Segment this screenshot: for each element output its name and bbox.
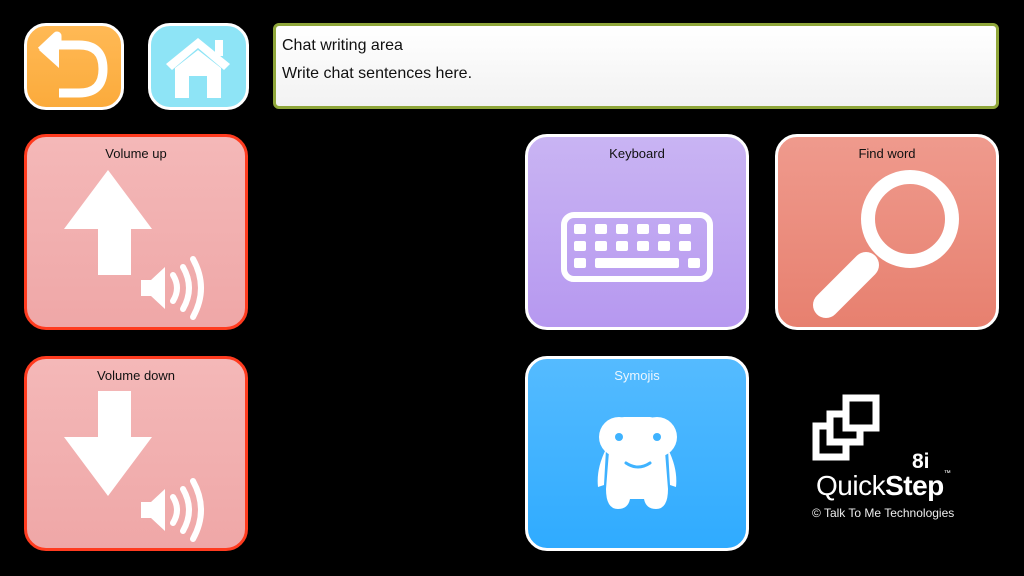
undo-arrow-icon — [37, 31, 108, 98]
find-word-tile[interactable]: Find word — [775, 134, 999, 330]
quickstep-logo: 8i QuickStep™ © Talk To Me Technologies — [800, 390, 980, 530]
keyboard-label: Keyboard — [609, 146, 665, 161]
volume-up-icon — [64, 170, 204, 320]
volume-down-tile[interactable]: Volume down — [24, 356, 248, 551]
magnifier-icon — [813, 170, 959, 318]
symojis-label: Symojis — [614, 368, 660, 383]
logo-squares-icon — [812, 394, 880, 461]
volume-down-label: Volume down — [96, 368, 176, 383]
symoji-character-icon — [597, 417, 677, 509]
chat-input-text[interactable]: Write chat sentences here. — [282, 65, 473, 82]
volume-up-tile[interactable]: Volume up — [24, 134, 248, 330]
logo-name-bold: Step — [885, 470, 944, 501]
symojis-tile[interactable]: Symojis — [525, 356, 749, 551]
logo-version: 8i — [912, 450, 930, 473]
chat-writing-area[interactable]: Chat writing area Write chat sentences h… — [273, 23, 999, 109]
volume-down-icon — [64, 391, 204, 542]
home-icon — [166, 38, 230, 98]
find-word-label: Find word — [858, 146, 916, 161]
keyboard-icon — [561, 212, 713, 282]
logo-trademark: ™ — [943, 470, 951, 477]
home-button[interactable] — [148, 23, 249, 110]
back-button[interactable] — [24, 23, 124, 110]
chat-title: Chat writing area — [282, 37, 403, 54]
logo-name-light: Quick — [816, 470, 886, 501]
volume-up-label: Volume up — [105, 146, 167, 161]
keyboard-tile[interactable]: Keyboard — [525, 134, 749, 330]
logo-copyright: © Talk To Me Technologies — [812, 506, 955, 520]
